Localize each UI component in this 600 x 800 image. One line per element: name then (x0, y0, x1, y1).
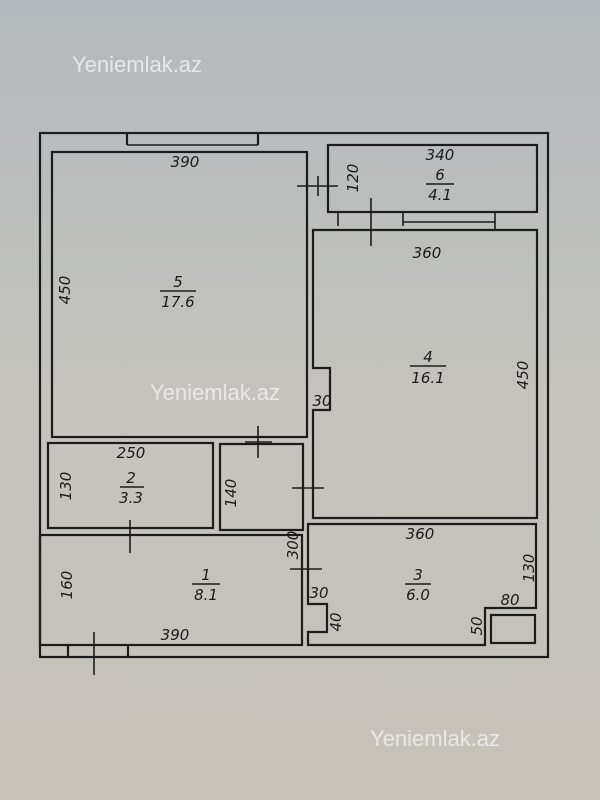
room-5-number: 5 (173, 273, 183, 291)
room-2-width: 250 (117, 444, 146, 462)
room-4-depth: 450 (514, 361, 532, 390)
room-3-niche-width: 30 (309, 584, 328, 602)
room-6-depth: 120 (344, 164, 362, 193)
room-6 (326, 143, 539, 230)
outer-walls (38, 131, 550, 659)
room-2-depth: 130 (57, 472, 75, 501)
room-1-width: 390 (161, 626, 190, 644)
room-3-depth: 130 (520, 554, 538, 583)
room-5-depth: 450 (56, 276, 74, 305)
room-3-shaft-width: 80 (500, 591, 519, 609)
room-4 (311, 228, 539, 520)
room-2-area: 3.3 (119, 489, 143, 507)
room-5-width: 390 (171, 153, 200, 171)
room-1 (38, 533, 304, 647)
room-1-number: 1 (201, 566, 211, 584)
room-1-area: 8.1 (194, 586, 218, 604)
watermark: Yeniemlak.az (72, 52, 202, 77)
room-5 (50, 150, 309, 439)
room-2-number: 2 (126, 469, 136, 487)
room-3-area: 6.0 (406, 586, 430, 604)
room-4-niche: 30 (312, 392, 331, 410)
room-6-area: 4.1 (428, 186, 452, 204)
room-4-area: 16.1 (411, 369, 444, 387)
room-3-shaft-depth: 50 (468, 616, 486, 635)
corridor-length: 300 (284, 531, 302, 560)
room-3-number: 3 (413, 566, 423, 584)
room-4-number: 4 (423, 348, 433, 366)
room-3-niche-depth: 40 (327, 612, 345, 631)
room-3-width: 360 (406, 525, 435, 543)
room-4-width: 360 (413, 244, 442, 262)
door-marks (93, 176, 372, 675)
watermark: Yeniemlak.az (150, 380, 280, 405)
room-6-width: 340 (426, 146, 455, 164)
corridor (218, 442, 305, 532)
room-1-depth: 160 (58, 571, 76, 600)
room-3 (306, 522, 538, 647)
watermark: Yeniemlak.az (370, 726, 500, 751)
corridor-width: 140 (222, 479, 240, 508)
room-5-area: 17.6 (161, 293, 194, 311)
room-6-number: 6 (435, 166, 445, 184)
